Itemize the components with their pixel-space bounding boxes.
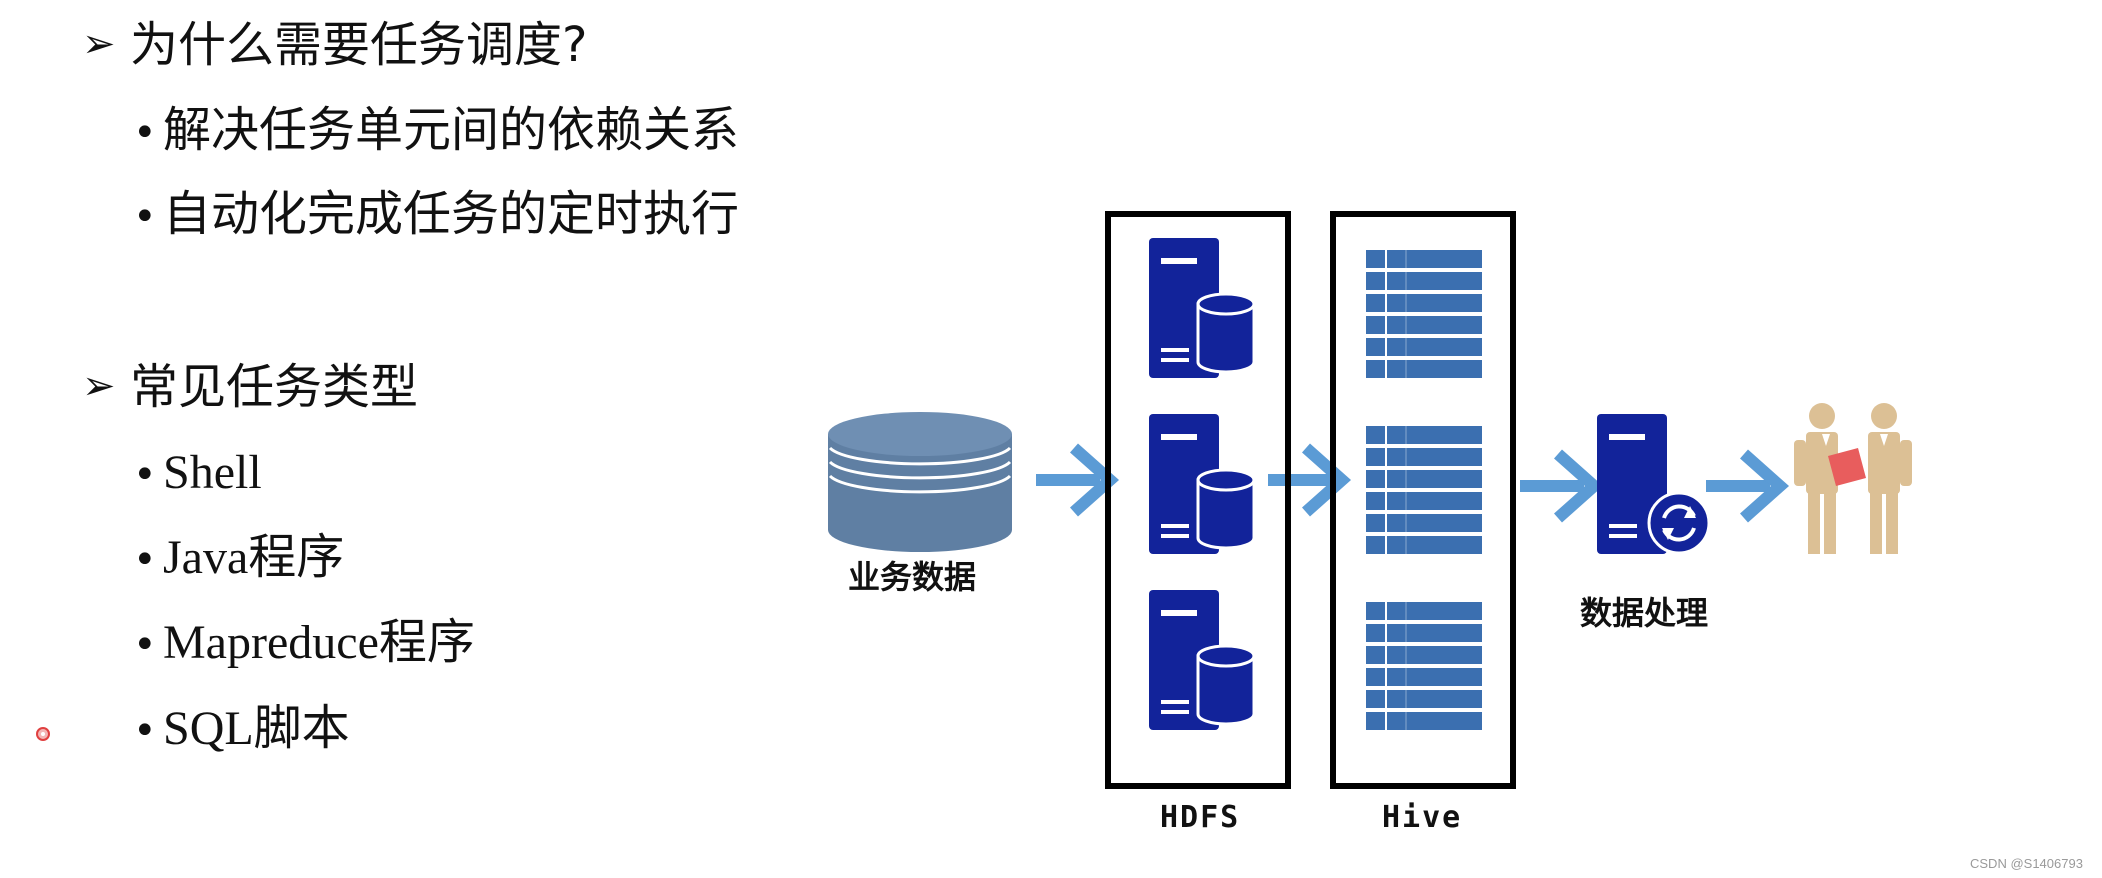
section-title: 常见任务类型 (130, 359, 419, 415)
server-sync-icon (1597, 414, 1711, 555)
flow-arrow-icon (1520, 454, 1594, 518)
arrow-bullet-icon: ➢ (82, 363, 116, 409)
list-item: •解决任务单元间的依赖关系 (133, 102, 740, 158)
database-cylinder-icon (828, 412, 1012, 552)
list-item: •自动化完成任务的定时执行 (133, 186, 740, 242)
list-item: •Mapreduce程序 (133, 616, 475, 669)
cursor-indicator (36, 727, 50, 741)
hive-container (1330, 211, 1516, 789)
people-icon (1794, 403, 1912, 554)
server-database-icon (1149, 414, 1256, 554)
flow-arrow-icon (1036, 448, 1110, 512)
section-heading-why-scheduling: ➢ 为什么需要任务调度? (82, 16, 587, 73)
hdfs-label: HDFS (1160, 800, 1241, 835)
table-icon (1365, 601, 1483, 731)
hdfs-container (1105, 211, 1291, 789)
source-data-label: 业务数据 (848, 558, 977, 596)
list-item: •Java程序 (133, 531, 345, 584)
flow-arrow-icon (1706, 454, 1780, 518)
table-icon (1365, 425, 1483, 555)
table-icon (1365, 249, 1483, 379)
server-database-icon (1149, 590, 1256, 730)
section-heading-task-types: ➢ 常见任务类型 (82, 358, 418, 415)
data-processing-label: 数据处理 (1580, 594, 1709, 632)
server-database-icon (1149, 238, 1256, 378)
hive-label: Hive (1382, 800, 1463, 835)
list-item: •Shell (133, 446, 262, 499)
section-title: 为什么需要任务调度? (130, 17, 588, 73)
watermark: CSDN @S1406793 (1970, 856, 2083, 871)
arrow-bullet-icon: ➢ (82, 21, 116, 67)
list-item: •SQL脚本 (133, 702, 350, 755)
